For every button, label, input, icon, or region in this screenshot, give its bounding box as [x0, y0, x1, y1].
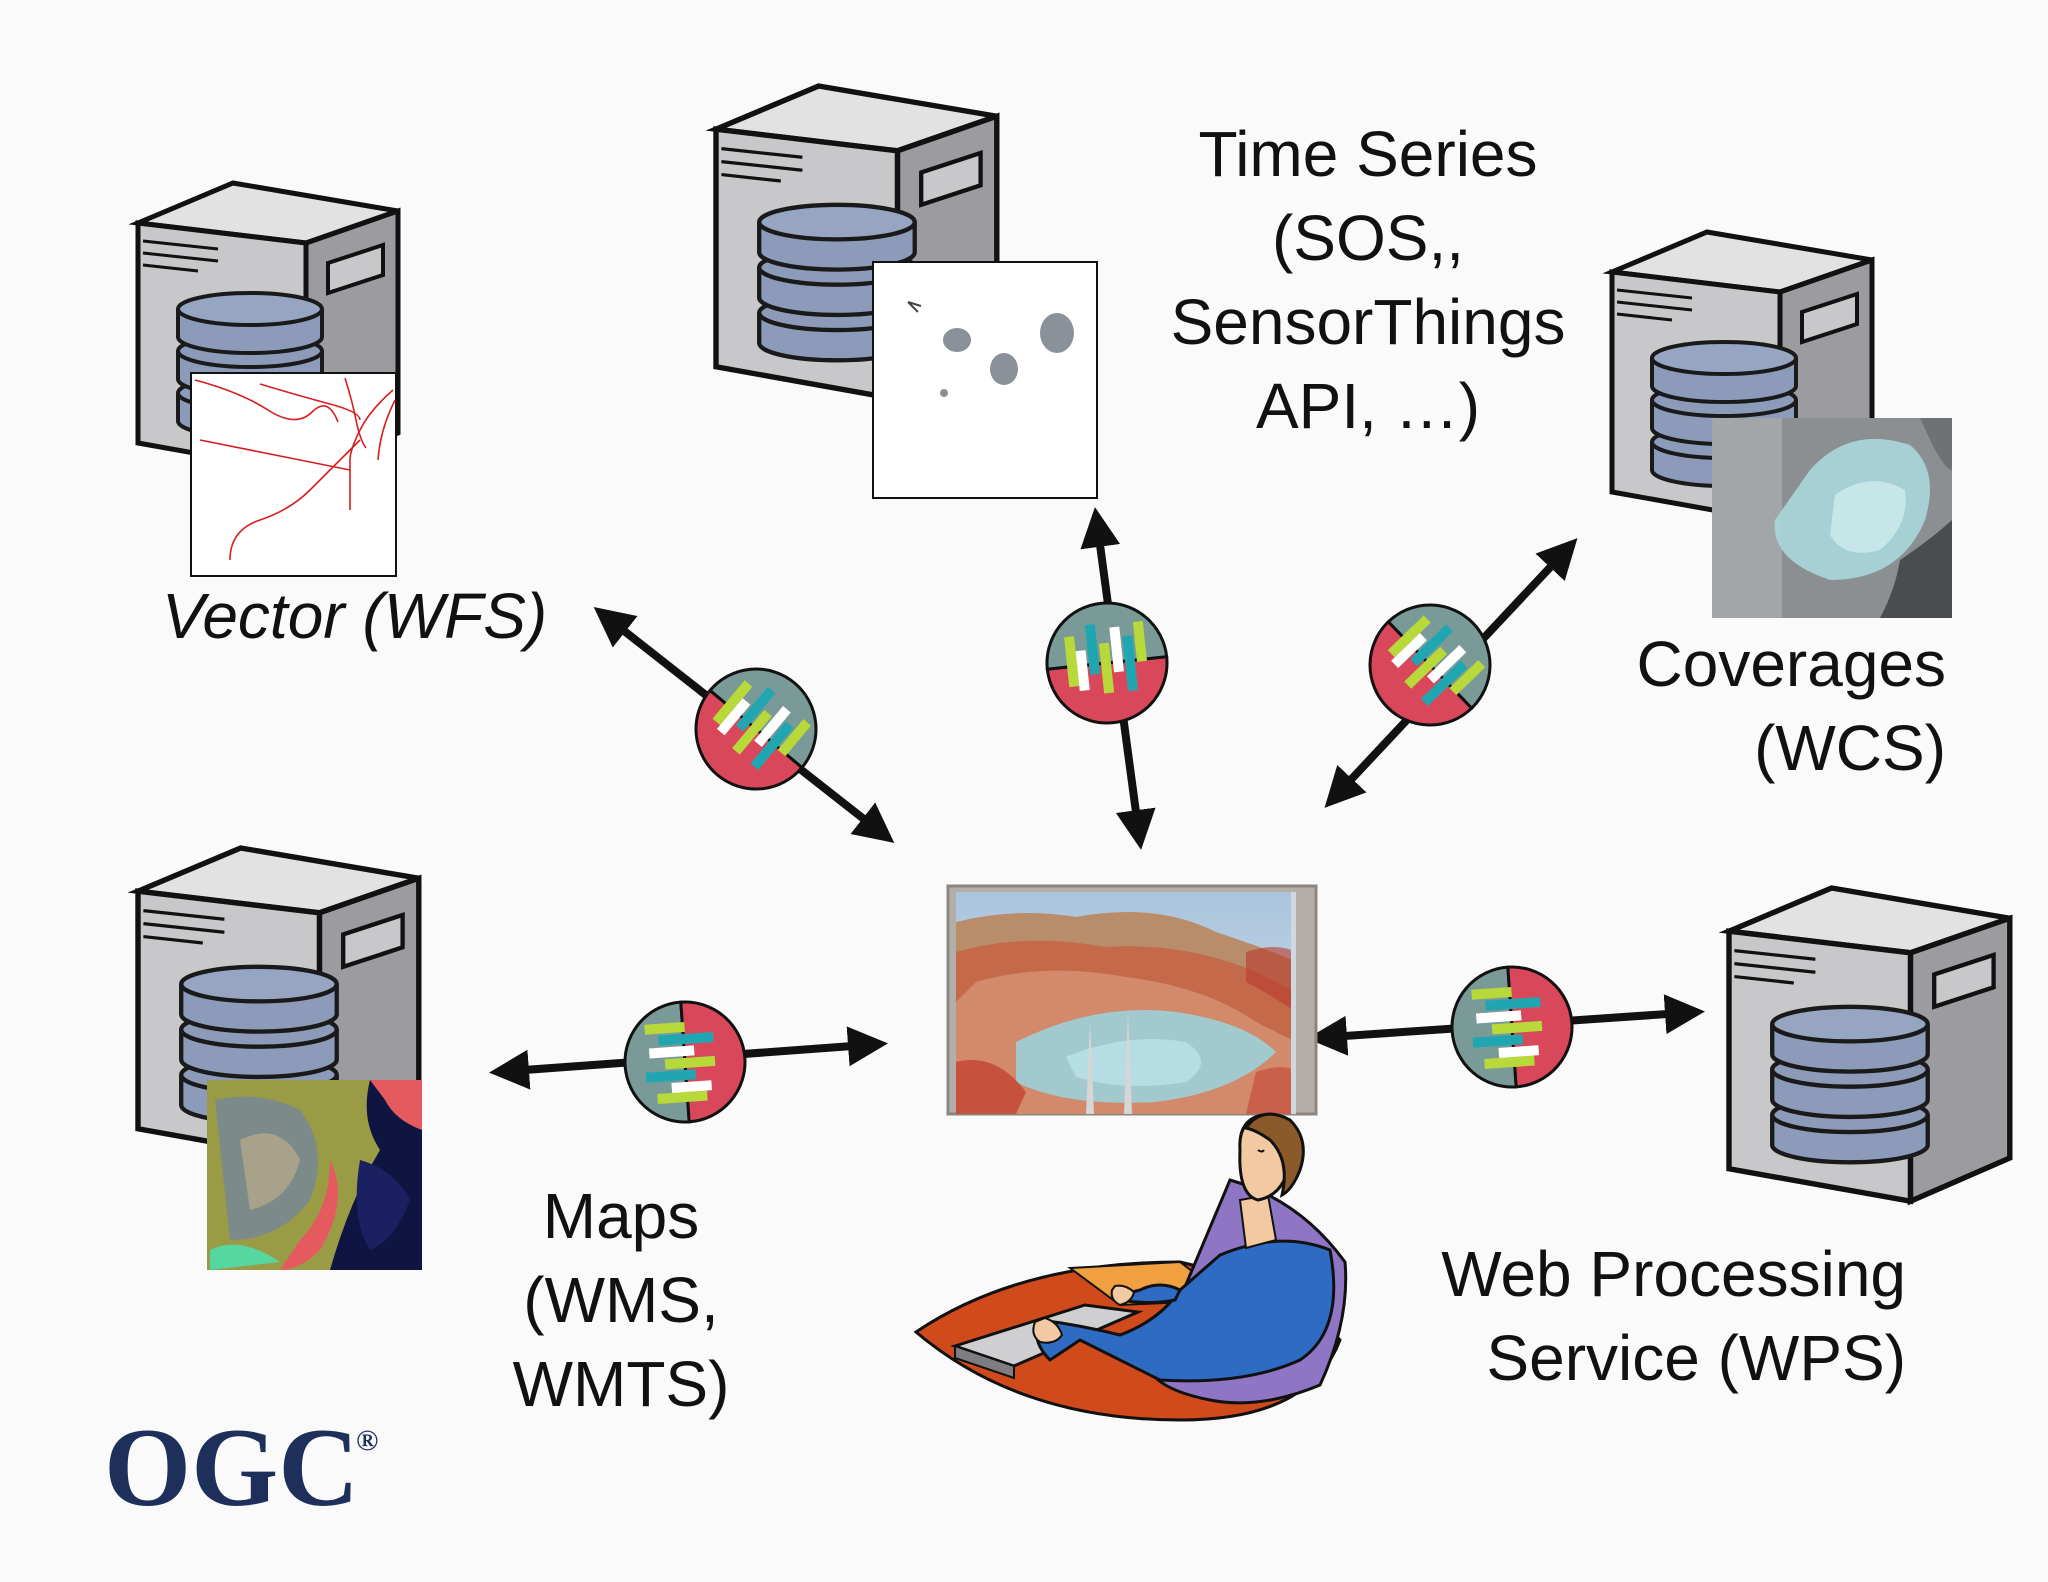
user-at-computer-icon [913, 1112, 1348, 1422]
svg-text:API, …): API, …) [1256, 370, 1480, 442]
vector-server [138, 183, 398, 577]
wps-label: Web Processing Service (WPS) [1441, 1238, 1906, 1394]
svg-text:®: ® [356, 1424, 378, 1457]
wps-server [1729, 888, 2010, 1201]
svg-text:Service (WPS): Service (WPS) [1486, 1322, 1906, 1394]
svg-text:Maps: Maps [543, 1180, 700, 1252]
svg-text:(WMS,: (WMS, [523, 1264, 719, 1336]
maps-label: Maps (WMS, WMTS) [513, 1180, 730, 1420]
maps-server [138, 848, 422, 1270]
svg-text:(SOS,,: (SOS,, [1272, 202, 1464, 274]
coverages-label: Coverages (WCS) [1637, 628, 1947, 784]
svg-text:Time Series: Time Series [1198, 118, 1537, 190]
client-3d-map-screen [946, 884, 1318, 1116]
svg-text:WMTS): WMTS) [513, 1348, 730, 1420]
maps-raster-thumbnail [207, 1080, 422, 1270]
time-series-server [716, 86, 1098, 499]
time-series-label: Time Series (SOS,, SensorThings API, …) [1171, 118, 1566, 442]
capsule-coverages [1343, 578, 1517, 752]
capsule-maps [619, 996, 751, 1128]
capsule-time-series [1039, 595, 1175, 731]
svg-text:SensorThings: SensorThings [1171, 286, 1566, 358]
vector-map-thumbnail [190, 372, 397, 577]
svg-text:Web Processing: Web Processing [1441, 1238, 1906, 1310]
capsule-vector [669, 642, 843, 816]
capsule-wps [1446, 961, 1578, 1093]
coverage-satellite-thumbnail [1712, 418, 1952, 618]
time-series-thumbnail [872, 261, 1098, 499]
ogc-logo: OGC ® [104, 1406, 378, 1530]
svg-text:(WCS): (WCS) [1754, 712, 1946, 784]
svg-text:Coverages: Coverages [1637, 628, 1947, 700]
vector-label: Vector (WFS) [162, 580, 547, 652]
svg-text:OGC: OGC [104, 1406, 359, 1530]
coverages-server [1612, 232, 1952, 618]
